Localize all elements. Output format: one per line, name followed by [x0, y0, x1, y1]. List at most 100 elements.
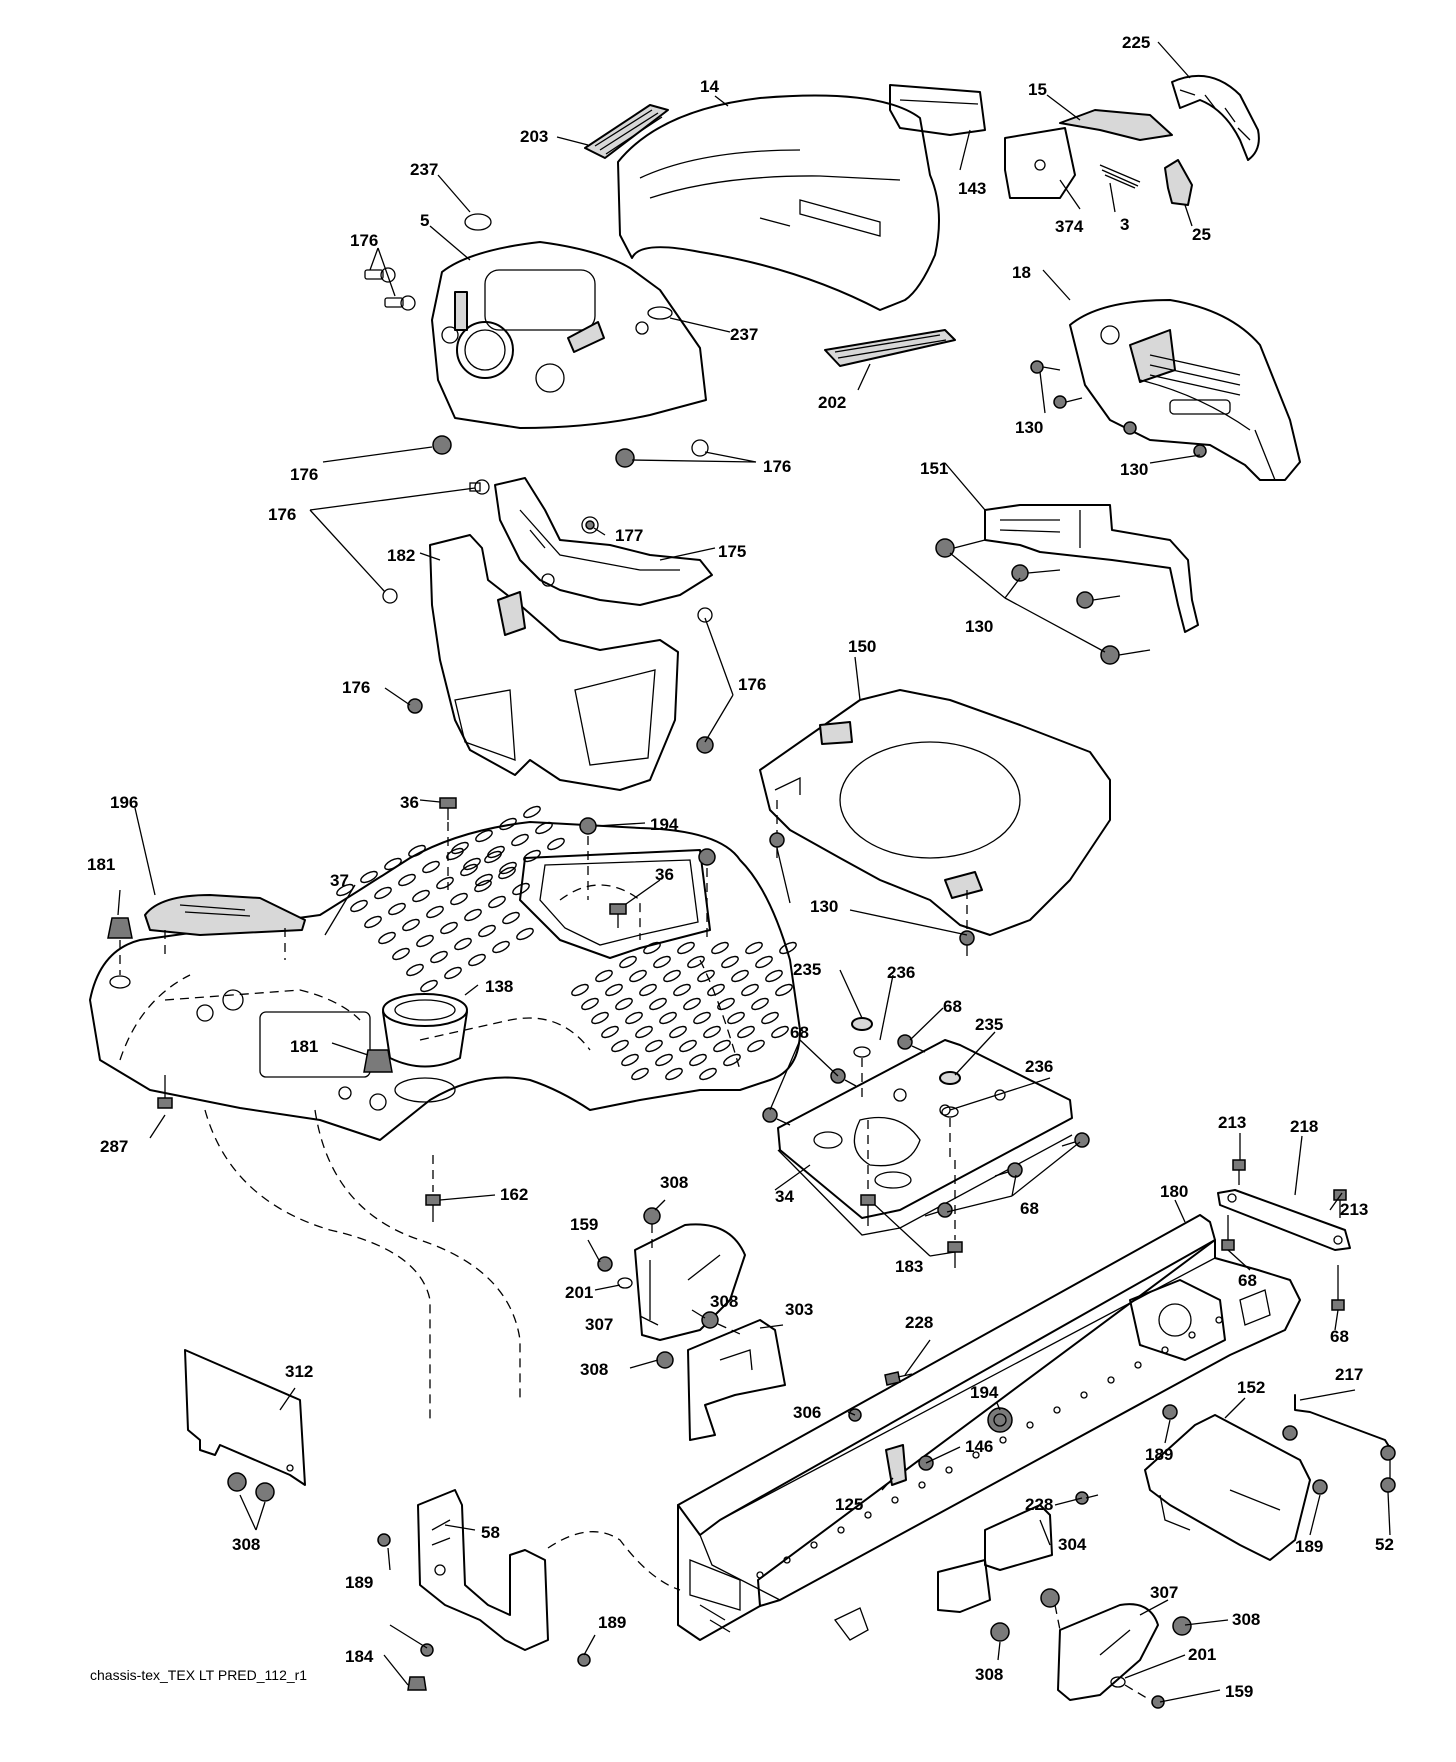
callout-181: 181: [87, 855, 115, 874]
vent-slot: [523, 805, 541, 819]
vent-slot: [679, 1039, 697, 1053]
frame-hole: [1080, 1391, 1088, 1399]
callout-159: 159: [1225, 1682, 1253, 1701]
callout-130: 130: [965, 617, 993, 636]
part-screws-189-shield: [1162, 1404, 1328, 1495]
part-push-clips-176: [364, 267, 714, 754]
part-bracket-304: [937, 1504, 1053, 1613]
callout-308: 308: [660, 1173, 688, 1192]
frame-hole: [1107, 1376, 1115, 1384]
callout-228: 228: [1025, 1495, 1053, 1514]
vent-slot: [444, 966, 462, 980]
frame-hole: [972, 1451, 980, 1459]
callout-189: 189: [1145, 1445, 1173, 1464]
callout-237: 237: [730, 325, 758, 344]
vent-slot: [745, 941, 763, 955]
callout-287: 287: [100, 1137, 128, 1156]
callout-5: 5: [420, 211, 429, 230]
callout-151: 151: [920, 459, 948, 478]
part-fender-37: [89, 805, 801, 1141]
callout-308: 308: [580, 1360, 608, 1379]
vent-slot: [440, 921, 458, 935]
vent-slot: [488, 895, 506, 909]
vent-slot: [721, 955, 739, 969]
callout-176: 176: [350, 231, 378, 250]
vent-slot: [699, 1067, 717, 1081]
callout-68: 68: [1020, 1199, 1039, 1218]
vent-slot: [388, 902, 406, 916]
vent-slot: [615, 997, 633, 1011]
vent-slot: [547, 837, 565, 851]
vent-slot: [731, 969, 749, 983]
vent-slot: [446, 847, 464, 861]
callout-308: 308: [1232, 1610, 1260, 1629]
vent-slot: [663, 969, 681, 983]
part-hood-insert-202: [824, 329, 956, 367]
callout-130: 130: [810, 897, 838, 916]
callout-125: 125: [835, 1495, 863, 1514]
vent-slot: [487, 845, 505, 859]
vent-slot: [601, 1025, 619, 1039]
callout-189: 189: [598, 1613, 626, 1632]
callout-303: 303: [785, 1300, 813, 1319]
frame-hole: [1188, 1331, 1196, 1339]
vent-slot: [771, 1025, 789, 1039]
vent-slot: [430, 950, 448, 964]
vent-slot: [406, 963, 424, 977]
callout-196: 196: [110, 793, 138, 812]
part-cup-138: [382, 993, 468, 1103]
callout-146: 146: [965, 1437, 993, 1456]
callout-130: 130: [1015, 418, 1043, 437]
callout-374: 374: [1055, 217, 1084, 236]
vent-slot: [412, 889, 430, 903]
callout-176: 176: [290, 465, 318, 484]
vent-slot: [360, 870, 378, 884]
callout-143: 143: [958, 179, 986, 198]
part-pad-143: [889, 84, 986, 136]
callout-68: 68: [1330, 1327, 1349, 1346]
vent-slot: [454, 937, 472, 951]
vent-slot: [697, 969, 715, 983]
part-bushing-181-center: [363, 1049, 393, 1111]
callout-201: 201: [1188, 1645, 1216, 1664]
frame-hole: [1215, 1316, 1223, 1324]
vent-slot: [512, 882, 530, 896]
callout-14: 14: [700, 77, 719, 96]
part-plug-237-top: [464, 213, 492, 231]
frame-holes: [756, 1316, 1223, 1579]
callout-labels: 225 14 203 15 143 237 374 3 25 5 176 237…: [87, 33, 1394, 1701]
vent-slot: [502, 911, 520, 925]
vent-slot: [511, 833, 529, 847]
part-shield-152: [1144, 1414, 1311, 1561]
part-pad-374: [1004, 127, 1076, 199]
callout-203: 203: [520, 127, 548, 146]
vent-slot: [516, 927, 534, 941]
callout-68: 68: [1238, 1271, 1257, 1290]
vent-slot: [398, 873, 416, 887]
part-hood-insert-203: [584, 104, 669, 159]
part-bracket-175: [494, 477, 713, 606]
part-screws-130-tray: [769, 800, 975, 956]
part-fasteners-frame: [848, 1371, 1099, 1505]
vent-slot: [364, 915, 382, 929]
callout-15: 15: [1028, 80, 1047, 99]
vent-slot: [402, 918, 420, 932]
callout-213: 213: [1218, 1113, 1246, 1132]
part-dash-panel-5: [431, 241, 707, 429]
callout-130: 130: [1120, 460, 1148, 479]
part-bracket-58: [417, 1489, 549, 1651]
leader-lines: [117, 41, 1391, 1703]
part-guard-303: [687, 1319, 786, 1441]
vent-slot: [499, 861, 517, 875]
part-screws-58: [377, 1533, 591, 1691]
vent-slot: [673, 983, 691, 997]
vent-slot: [747, 1039, 765, 1053]
vent-slot: [499, 817, 517, 831]
callout-159: 159: [570, 1215, 598, 1234]
part-hood-14: [617, 94, 940, 311]
callout-37: 37: [330, 871, 349, 890]
vent-slot: [761, 1011, 779, 1025]
vent-slot: [723, 1053, 741, 1067]
callout-68: 68: [790, 1023, 809, 1042]
